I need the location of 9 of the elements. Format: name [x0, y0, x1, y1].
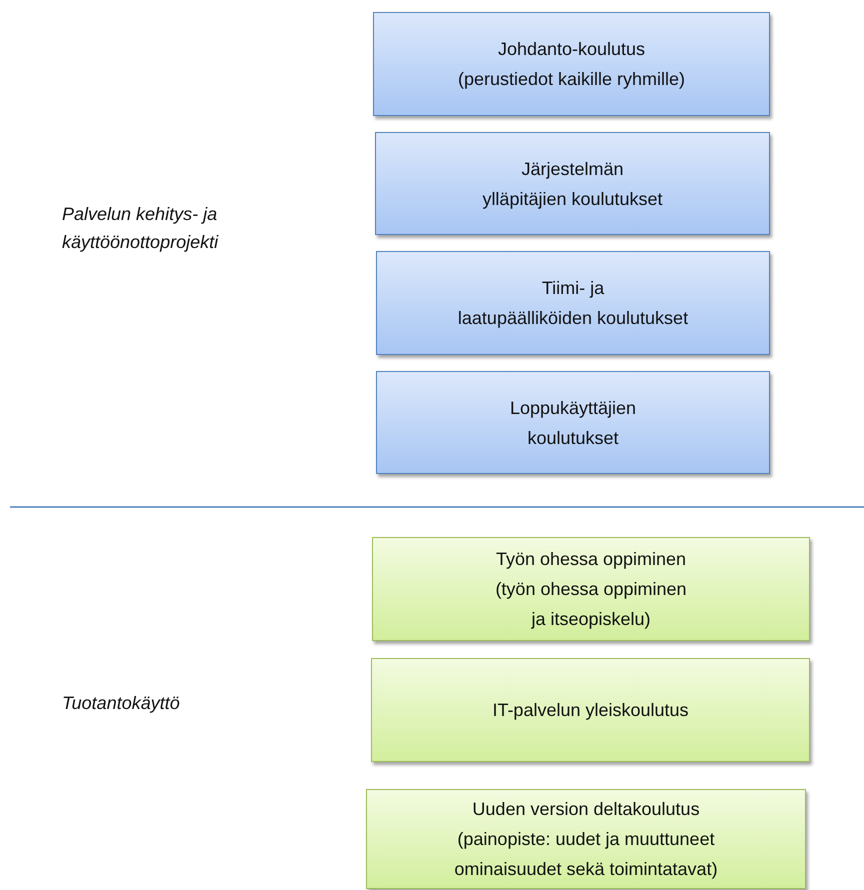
section-label: Tuotantokäyttö: [62, 692, 180, 715]
section-label: Palvelun kehitys- ja käyttöönottoprojekti: [62, 203, 220, 254]
training-box: Loppukäyttäjien koulutukset: [376, 371, 770, 474]
training-box: Tiimi- ja laatupäälliköiden koulutukset: [376, 251, 770, 355]
training-box: Järjestelmän ylläpitäjien koulutukset: [375, 132, 770, 235]
training-box: Johdanto-koulutus (perustiedot kaikille ryhmille): [373, 12, 770, 116]
training-box: IT-palvelun yleiskoulutus: [371, 658, 810, 762]
training-box: Työn ohessa oppiminen (työn ohessa oppiminen ja itseopiskelu): [372, 537, 810, 641]
training-box: Uuden version deltakoulutus (painopiste: uudet ja muuttuneet ominaisuudet sekä toimintatavat): [366, 789, 806, 889]
